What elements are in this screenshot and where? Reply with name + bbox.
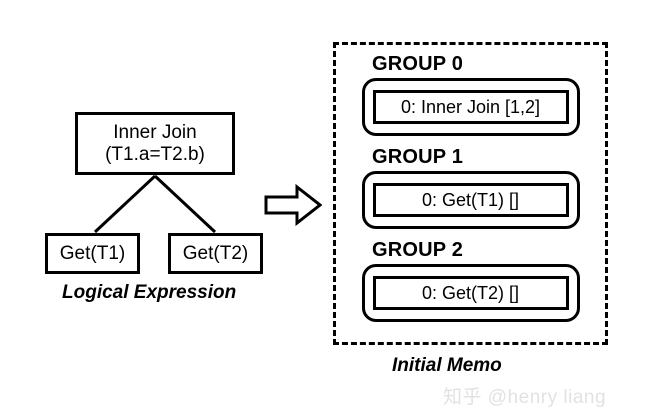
logical-expression-caption: Logical Expression: [62, 282, 237, 303]
memo-group-1: GROUP 1 0: Get(T1) []: [336, 146, 605, 229]
memo-group-2-expression-box: 0: Get(T2) []: [372, 276, 569, 310]
memo-group-0: GROUP 0 0: Inner Join [1,2]: [336, 53, 605, 136]
memo-group-1-expression: 0: Get(T1) []: [421, 189, 520, 210]
memo-group-1-box: 0: Get(T1) []: [361, 171, 580, 229]
logical-node-inner-join-operator: Inner Join: [113, 122, 197, 144]
logical-node-inner-join: Inner Join (T1.a=T2.b): [75, 112, 235, 175]
memo-group-1-expression-box: 0: Get(T1) []: [372, 183, 569, 217]
memo-group-2-label: GROUP 2: [372, 239, 464, 261]
memo-group-2-expression: 0: Get(T2) []: [421, 282, 520, 303]
tree-connector-lines: [93, 174, 217, 234]
memo-group-1-label: GROUP 1: [372, 146, 464, 168]
right-arrow-icon: [264, 183, 323, 227]
memo-group-0-label: GROUP 0: [372, 53, 464, 75]
watermark: 知乎 @henry liang: [443, 387, 607, 408]
initial-memo-caption: Initial Memo: [392, 355, 502, 376]
initial-memo-container: GROUP 0 0: Inner Join [1,2] GROUP 1 0: G…: [333, 42, 608, 345]
logical-node-get-t2: Get(T2): [168, 233, 263, 274]
memo-group-0-box: 0: Inner Join [1,2]: [361, 78, 580, 136]
logical-node-get-t1-label: Get(T1): [59, 242, 126, 264]
logical-node-get-t1: Get(T1): [45, 233, 140, 274]
logical-node-get-t2-label: Get(T2): [182, 242, 249, 264]
logical-node-inner-join-predicate: (T1.a=T2.b): [105, 143, 205, 165]
memo-group-2: GROUP 2 0: Get(T2) []: [336, 239, 605, 322]
memo-group-2-box: 0: Get(T2) []: [361, 264, 580, 322]
memo-group-0-expression-box: 0: Inner Join [1,2]: [372, 90, 569, 124]
memo-group-0-expression: 0: Inner Join [1,2]: [400, 96, 541, 117]
